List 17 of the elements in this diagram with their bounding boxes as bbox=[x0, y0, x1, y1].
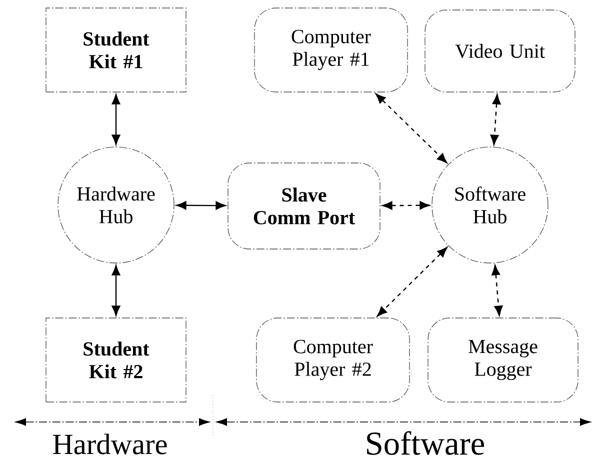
section-label: Software bbox=[367, 431, 484, 455]
arrow bbox=[490, 94, 501, 145]
arrow bbox=[376, 93, 448, 164]
section-label: Hardware bbox=[53, 434, 167, 454]
component-box: Computer Player #2 bbox=[256, 318, 410, 402]
component-box: Student Kit #1 bbox=[46, 8, 186, 92]
arrow bbox=[112, 94, 120, 145]
component-box: Video Unit bbox=[424, 10, 576, 92]
arrow bbox=[112, 265, 120, 316]
component-box: Message Logger bbox=[428, 318, 578, 402]
arrow bbox=[382, 201, 430, 210]
component-box: Student Kit #2 bbox=[46, 318, 186, 402]
arrow bbox=[492, 264, 503, 316]
arrow bbox=[176, 201, 226, 210]
arrow bbox=[376, 247, 448, 317]
component-box: Slave Comm Port bbox=[228, 162, 380, 250]
component-box: Computer Player #1 bbox=[254, 8, 408, 92]
